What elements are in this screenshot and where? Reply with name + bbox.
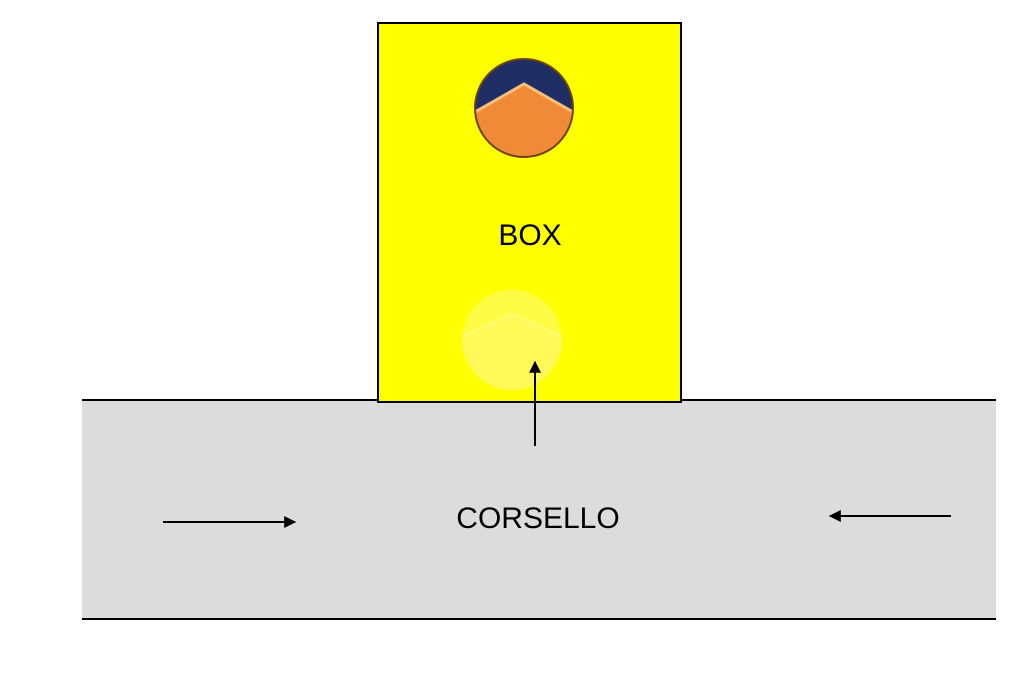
chevron-up-circle-icon [474, 58, 574, 158]
corridor-area [82, 400, 996, 619]
corridor-label: CORSELLO [456, 502, 619, 535]
box-label: BOX [498, 219, 561, 252]
